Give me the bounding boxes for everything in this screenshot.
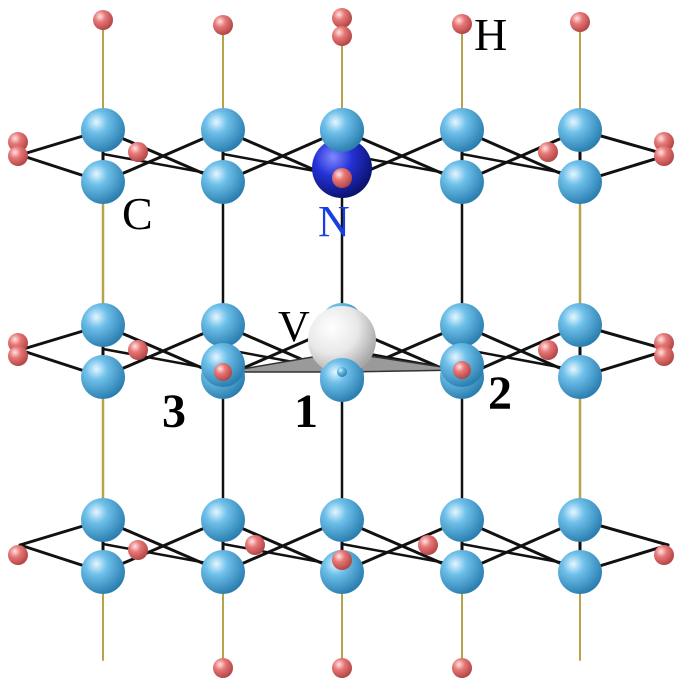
site-2-label: 2	[488, 367, 512, 420]
carbon-atom	[440, 550, 484, 594]
carbon-atom	[201, 498, 245, 542]
carbon-atom	[81, 108, 125, 152]
hydrogen-atom	[332, 26, 352, 46]
hydrogen-atom	[452, 658, 472, 678]
hydrogen-atom	[332, 8, 352, 28]
nitrogen-label: N	[318, 197, 350, 246]
hydrogen-atom	[332, 168, 352, 188]
hydrogen-atom	[128, 142, 148, 162]
carbon-atom	[440, 160, 484, 204]
carbon-atom	[320, 108, 364, 152]
bond	[340, 542, 464, 568]
atom-layer	[8, 8, 674, 678]
carbon-atom	[337, 367, 347, 377]
hydrogen-atom	[452, 14, 472, 34]
carbon-atom-site-1	[320, 358, 364, 402]
hydrogen-atom	[8, 545, 28, 565]
carbon-atom	[558, 108, 602, 152]
hydrogen-label: H	[474, 9, 508, 60]
hydrogen-atom	[453, 361, 471, 379]
carbon-atom	[81, 160, 125, 204]
hydrogen-atom	[8, 146, 28, 166]
hydrogen-atom	[654, 132, 674, 152]
carbon-atom	[440, 498, 484, 542]
hydrogen-atom	[93, 10, 113, 30]
carbon-atom	[320, 498, 364, 542]
hydrogen-atom	[570, 12, 590, 32]
hydrogen-atom	[538, 340, 558, 360]
carbon-atom	[558, 355, 602, 399]
carbon-atom	[201, 108, 245, 152]
carbon-atom	[440, 108, 484, 152]
hydrogen-atom	[654, 545, 674, 565]
hydrogen-atom	[654, 346, 674, 366]
carbon-atom	[558, 303, 602, 347]
carbon-atom	[440, 303, 484, 347]
hydrogen-atom	[213, 658, 233, 678]
site-1-label: 1	[294, 385, 318, 438]
hydrogen-atom	[214, 363, 232, 381]
carbon-atom	[558, 160, 602, 204]
bond	[101, 152, 225, 178]
bond	[101, 542, 225, 568]
carbon-atom	[81, 550, 125, 594]
carbon-atom	[201, 303, 245, 347]
carbon-atom	[558, 498, 602, 542]
carbon-atom	[81, 498, 125, 542]
carbon-atom	[558, 550, 602, 594]
hydrogen-atom	[654, 146, 674, 166]
carbon-atom	[320, 550, 364, 594]
carbon-label: C	[122, 188, 153, 239]
hydrogen-atom	[128, 540, 148, 560]
carbon-atom	[81, 303, 125, 347]
vacancy-label: V	[278, 302, 310, 351]
hydrogen-atom	[538, 142, 558, 162]
hydrogen-atom	[8, 132, 28, 152]
carbon-atom	[201, 160, 245, 204]
hydrogen-atom	[332, 550, 352, 570]
hydrogen-atom	[213, 15, 233, 35]
hydrogen-atom	[332, 658, 352, 678]
hydrogen-atom	[8, 346, 28, 366]
vacancy-site	[308, 306, 376, 374]
bond	[221, 542, 344, 568]
site-3-label: 3	[162, 385, 186, 438]
hydrogen-atom	[128, 340, 148, 360]
carbon-atom	[81, 355, 125, 399]
hydrogen-atom	[245, 535, 265, 555]
hydrogen-atom	[418, 535, 438, 555]
carbon-atom	[201, 550, 245, 594]
